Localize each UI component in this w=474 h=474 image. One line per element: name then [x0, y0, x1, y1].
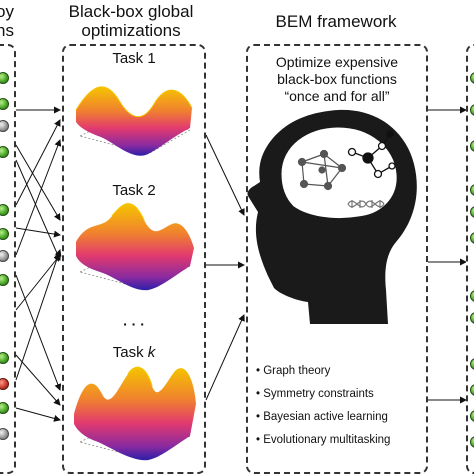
molecule-ball [0, 378, 9, 390]
optimizations-title: Black-box global optimizations [56, 2, 206, 40]
bullet-text: Symmetry constraints [263, 388, 374, 400]
bullet-item: • Symmetry constraints [256, 388, 374, 400]
bullet-text: Evolutionary multitasking [263, 434, 391, 446]
brain-head-illustration [247, 109, 417, 324]
dna-icon [347, 200, 385, 208]
molecule-ball [0, 228, 9, 240]
bem-panel: Optimize expensive black-box functions “… [246, 44, 428, 474]
bem-bullet-list: • Graph theory • Symmetry constraints • … [256, 360, 390, 452]
optimizations-title-line1: Black-box global [68, 2, 194, 21]
bullet-text: Bayesian active learning [263, 411, 388, 423]
molecule-ball [0, 250, 9, 262]
bem-subtitle-line2: black-box functions [277, 71, 397, 87]
surface-plots [74, 86, 196, 461]
optimizations-title-line2: optimizations [81, 21, 181, 40]
molecule-ball [0, 120, 9, 132]
molecule-ball [0, 428, 9, 440]
task-k-index: k [147, 344, 156, 361]
input-title-line1: oy [0, 2, 14, 21]
molecule-ball [0, 402, 9, 414]
molecule-ball [0, 98, 9, 110]
surface-plot-2 [76, 203, 194, 291]
network-graph-icon [347, 130, 396, 179]
task-1-label: Task 1 [112, 50, 156, 67]
molecule-ball [0, 352, 9, 364]
bullet-item: • Evolutionary multitasking [256, 434, 391, 446]
molecule-ball [0, 204, 9, 216]
bullet-item: • Graph theory [256, 365, 331, 377]
ellipsis: · · · [123, 316, 145, 332]
bem-title: BEM framework [275, 12, 397, 31]
task-2-label: Task 2 [112, 182, 156, 199]
bullet-item: • Bayesian active learning [256, 411, 388, 423]
molecule-ball [0, 274, 9, 286]
input-title-line2: ns [0, 21, 14, 40]
molecule-ball [0, 146, 9, 158]
task-k-text: Task k [112, 344, 156, 361]
bem-subtitle-line1: Optimize expensive [275, 54, 399, 70]
surface-plot-1 [75, 86, 193, 156]
bem-subtitle: Optimize expensive black-box functions “… [248, 54, 426, 105]
molecule-ball [0, 72, 9, 84]
surface-plot-k [74, 366, 196, 461]
input-panel-title: oy ns [0, 2, 20, 40]
bem-subtitle-line3: “once and for all” [284, 88, 390, 104]
molecular-graph-icon [297, 149, 347, 191]
output-panel [466, 44, 474, 474]
task-k-label: Task k [64, 344, 204, 361]
bullet-text: Graph theory [263, 365, 331, 377]
